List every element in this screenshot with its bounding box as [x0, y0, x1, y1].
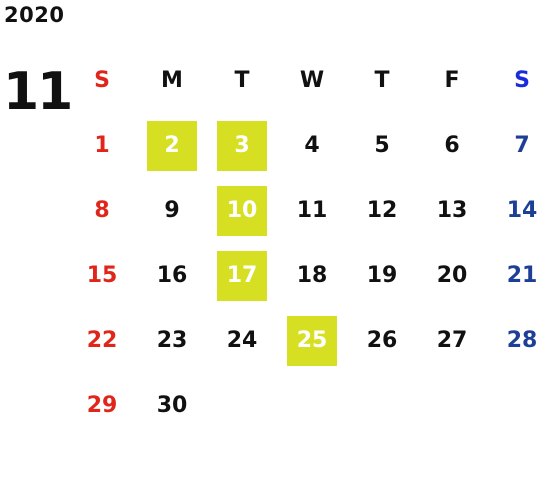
day-cell[interactable]: 5 — [374, 133, 390, 158]
day-cell[interactable]: 21 — [506, 263, 538, 288]
empty-day-cell — [347, 373, 417, 438]
day-cell[interactable]: 19 — [366, 263, 398, 288]
day-cell[interactable]: 24 — [226, 328, 258, 353]
day-cell[interactable]: 4 — [304, 133, 320, 158]
weekday-header-thursday: T — [374, 68, 390, 93]
weekday-header-friday: F — [444, 68, 460, 93]
empty-day-cell — [207, 373, 277, 438]
day-cell[interactable]: 28 — [506, 328, 538, 353]
day-cell[interactable]: 15 — [86, 263, 118, 288]
day-cell-highlighted[interactable]: 3 — [207, 113, 277, 178]
day-cell-highlighted[interactable]: 10 — [207, 178, 277, 243]
day-cell[interactable]: 29 — [86, 393, 118, 418]
day-cell[interactable]: 26 — [366, 328, 398, 353]
weekday-header-tuesday: T — [234, 68, 250, 93]
day-cell[interactable]: 14 — [506, 198, 538, 223]
day-cell[interactable]: 30 — [156, 393, 188, 418]
day-cell[interactable]: 8 — [94, 198, 110, 223]
weekday-header-sunday: S — [94, 68, 110, 93]
day-cell-highlighted[interactable]: 2 — [137, 113, 207, 178]
day-cell[interactable]: 7 — [514, 133, 530, 158]
weekday-header-saturday: S — [514, 68, 530, 93]
day-cell[interactable]: 6 — [444, 133, 460, 158]
empty-day-cell — [417, 373, 487, 438]
day-cell[interactable]: 13 — [436, 198, 468, 223]
empty-day-cell — [487, 373, 548, 438]
calendar-grid: S M T W T F S 1 2 3 4 5 6 7 8 9 10 11 12… — [67, 48, 548, 438]
day-cell[interactable]: 22 — [86, 328, 118, 353]
month-number: 11 — [3, 62, 73, 122]
day-cell[interactable]: 9 — [164, 198, 180, 223]
empty-day-cell — [277, 373, 347, 438]
day-cell[interactable]: 18 — [296, 263, 328, 288]
day-cell[interactable]: 23 — [156, 328, 188, 353]
day-cell-highlighted[interactable]: 25 — [277, 308, 347, 373]
day-cell[interactable]: 12 — [366, 198, 398, 223]
weekday-header-monday: M — [161, 68, 183, 93]
day-cell-highlighted[interactable]: 17 — [207, 243, 277, 308]
day-cell[interactable]: 20 — [436, 263, 468, 288]
day-cell[interactable]: 16 — [156, 263, 188, 288]
day-cell[interactable]: 27 — [436, 328, 468, 353]
day-cell[interactable]: 1 — [94, 133, 110, 158]
weekday-header-wednesday: W — [299, 68, 325, 93]
year-label: 2020 — [4, 3, 65, 27]
day-cell[interactable]: 11 — [296, 198, 328, 223]
